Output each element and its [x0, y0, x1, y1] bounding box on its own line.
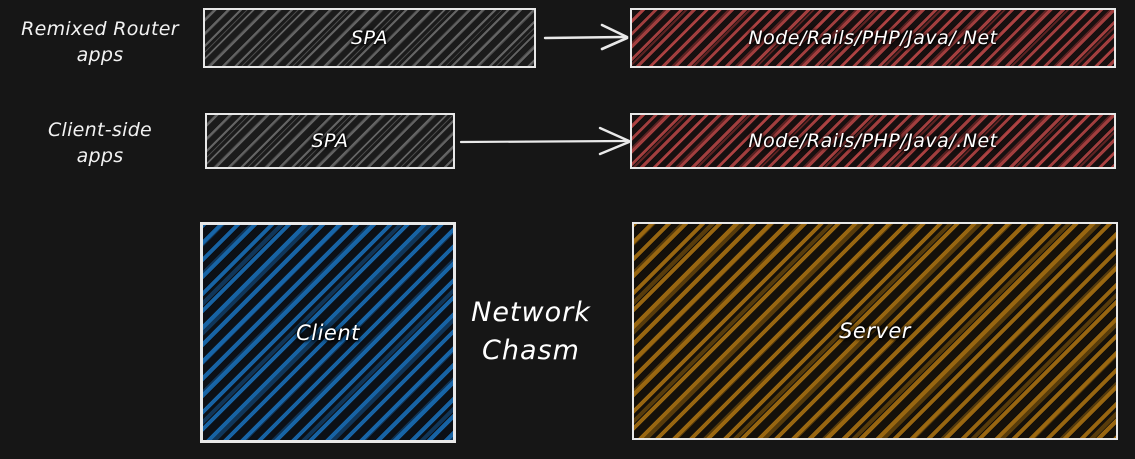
zone-server[interactable]: Server — [632, 222, 1118, 440]
box-label-server-stack: Node/Rails/PHP/Java/.Net — [748, 27, 998, 49]
row-label-client-side-apps: Client-side apps — [0, 117, 200, 169]
zone-label-server: Server — [839, 319, 911, 343]
row-label-line1: Client-side — [47, 119, 153, 141]
box-spa-client-side[interactable]: SPA — [205, 113, 455, 169]
chasm-line2: Chasm — [482, 335, 580, 366]
row-label-line2: apps — [76, 145, 124, 167]
arrow-right-icon-row1 — [543, 22, 630, 52]
arrow-right-icon-row2 — [459, 126, 632, 156]
row-label-remixed-router-apps: Remixed Router apps — [0, 16, 200, 68]
zone-client[interactable]: Client — [200, 222, 456, 443]
chasm-line1: Network — [471, 297, 591, 328]
zone-label-client: Client — [296, 320, 360, 345]
network-chasm-label: Network Chasm — [441, 294, 621, 370]
row-label-line2: apps — [76, 44, 124, 66]
box-spa-remixed-router[interactable]: SPA — [203, 8, 536, 68]
box-label-spa: SPA — [311, 130, 349, 152]
row-label-line1: Remixed Router — [21, 18, 179, 40]
box-server-stack-remixed-router[interactable]: Node/Rails/PHP/Java/.Net — [630, 8, 1116, 68]
box-server-stack-client-side[interactable]: Node/Rails/PHP/Java/.Net — [630, 113, 1116, 169]
box-label-spa: SPA — [350, 27, 389, 49]
box-label-server-stack: Node/Rails/PHP/Java/.Net — [748, 130, 998, 152]
